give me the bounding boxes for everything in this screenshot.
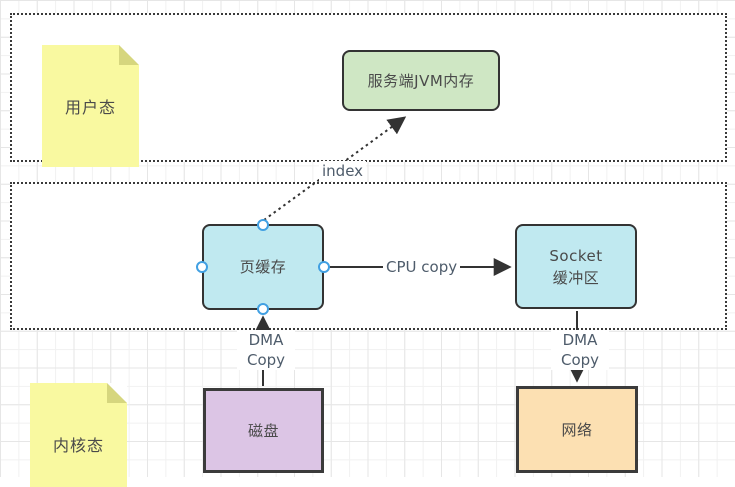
note-fold-corner-icon <box>107 383 127 403</box>
node-disk[interactable]: 磁盘 <box>203 388 324 473</box>
node-socket-buffer[interactable]: Socket 缓冲区 <box>515 224 637 309</box>
sticky-note-user-label: 用户态 <box>64 98 116 117</box>
sticky-note-kernel-mode[interactable]: 内核态 <box>30 383 127 487</box>
edge-label-dma-copy-network[interactable]: DMA Copy <box>551 330 609 370</box>
node-network[interactable]: 网络 <box>516 386 638 473</box>
sticky-note-kernel-label: 内核态 <box>52 436 104 455</box>
edge-label-cpu-copy[interactable]: CPU copy <box>383 257 461 277</box>
sticky-note-user-mode[interactable]: 用户态 <box>42 45 139 167</box>
node-page-cache[interactable]: 页缓存 <box>202 224 324 310</box>
edge-label-index[interactable]: index <box>319 161 367 181</box>
note-fold-corner-icon <box>119 45 139 65</box>
node-server-jvm-memory[interactable]: 服务端JVM内存 <box>342 50 500 111</box>
edge-label-dma-copy-disk[interactable]: DMA Copy <box>237 330 295 370</box>
